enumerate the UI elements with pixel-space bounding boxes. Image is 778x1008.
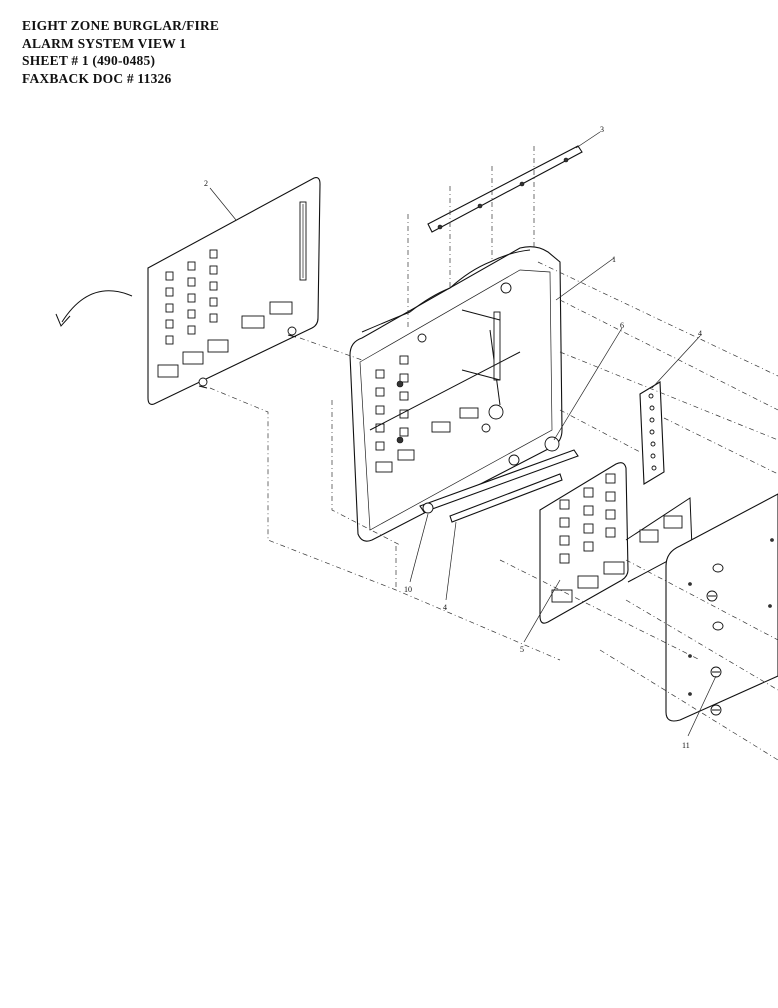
callout-4-lower: 4 [443,603,447,612]
rotate-arrow-icon [61,290,133,323]
header-line-1: EIGHT ZONE BURGLAR/FIRE [22,18,220,33]
top-bracket-part [427,145,583,233]
callout-1: 1 [612,255,616,264]
callout-11: 11 [682,741,690,750]
header-line-4: FAXBACK DOC # 11326 [22,70,172,86]
housing-part [349,246,563,542]
callout-6: 6 [620,321,624,330]
assembly-dash-lines [209,146,778,761]
callout-4-right: 4 [698,329,702,338]
screw-icon [706,590,722,716]
keypad-board-part [539,462,693,624]
back-plate-part [665,493,778,722]
callout-2: 2 [204,179,208,188]
callout-3: 3 [600,125,604,134]
housing-keypad [375,355,479,473]
callout-5: 5 [520,645,524,654]
cover-keypad [165,249,218,345]
callout-10: 10 [404,585,412,594]
header-line-3: SHEET # 1 (490-0485) [22,53,156,68]
front-cover-part [147,177,321,405]
side-rail-part [639,381,665,485]
callout-leaders [209,131,717,737]
document-header: EIGHT ZONE BURGLAR/FIRE ALARM SYSTEM VIE… [22,17,219,87]
horizontal-rails [419,423,579,523]
header-line-2: ALARM SYSTEM VIEW 1 [22,35,187,51]
